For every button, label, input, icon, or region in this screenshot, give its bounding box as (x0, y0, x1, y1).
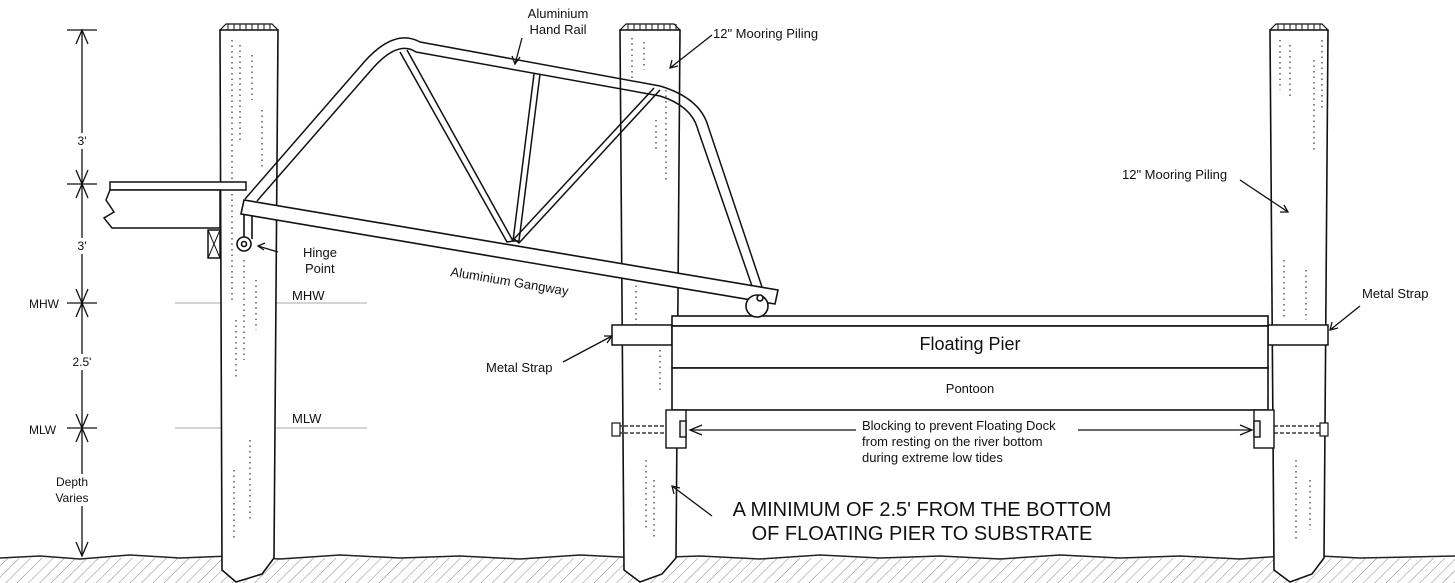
mlw-line-label: MLW (292, 411, 322, 426)
floating-pier (671, 315, 1269, 369)
hinge-label-line-2: Point (305, 261, 335, 276)
blocking-line-2: from resting on the river bottom (862, 434, 1043, 449)
mhw-line-label: MHW (292, 288, 325, 303)
handrail-label: Aluminium Hand Rail (518, 6, 598, 38)
pontoon-label: Pontoon (945, 381, 995, 396)
metal-strap-right-label: Metal Strap (1362, 286, 1429, 301)
fixed-pier-deck (102, 181, 247, 259)
depth-line-2: Varies (55, 491, 89, 505)
depth-line-1: Depth (55, 475, 89, 489)
dimension-line (67, 28, 97, 558)
hinge-label-line-1: Hinge (303, 245, 337, 260)
blocking-line-3: during extreme low tides (862, 450, 1003, 465)
middle-piling (619, 23, 681, 583)
metal-strap-left (611, 324, 673, 346)
minimum-note-line-1: A MINIMUM OF 2.5' FROM THE BOTTOM (732, 499, 1112, 521)
piling-label-top: 12" Mooring Piling (713, 26, 819, 41)
blocking-label: Blocking to prevent Floating Dock from r… (862, 418, 1056, 466)
aluminium-gangway (236, 199, 779, 318)
minimum-clearance-note: A MINIMUM OF 2.5' FROM THE BOTTOM OF FLO… (722, 498, 1122, 546)
blocking-line-1: Blocking to prevent Floating Dock (862, 418, 1056, 433)
bolt (611, 422, 1329, 437)
pontoon (671, 367, 1269, 411)
metal-strap-left-label: Metal Strap (486, 360, 553, 375)
hinge-point-label: Hinge Point (285, 245, 337, 277)
aluminium-hand-rail (244, 37, 763, 288)
blocking-dimension-arrows (688, 424, 1254, 436)
leader-arrows (256, 34, 1361, 517)
dimension-mlw: MLW (29, 423, 57, 437)
dimension-mhw: MHW (29, 297, 59, 311)
metal-strap-right (1267, 324, 1329, 346)
floating-pier-label: Floating Pier (919, 334, 1021, 354)
piling-label-right: 12" Mooring Piling (1122, 167, 1228, 182)
blocking-bracket (665, 409, 1275, 449)
dimension-3ft-lower: 3' (72, 238, 92, 254)
handrail-label-line-2: Hand Rail (529, 22, 587, 37)
substrate-ground (0, 554, 1455, 583)
dimension-2-5ft: 2.5' (67, 354, 97, 370)
minimum-note-line-2: OF FLOATING PIER TO SUBSTRATE (751, 523, 1093, 545)
right-piling (1269, 23, 1329, 583)
left-piling (219, 23, 279, 583)
handrail-label-line-1: Aluminium (527, 6, 589, 21)
dimension-3ft-upper: 3' (72, 133, 92, 149)
dimension-depth-varies: Depth Varies (46, 474, 98, 506)
